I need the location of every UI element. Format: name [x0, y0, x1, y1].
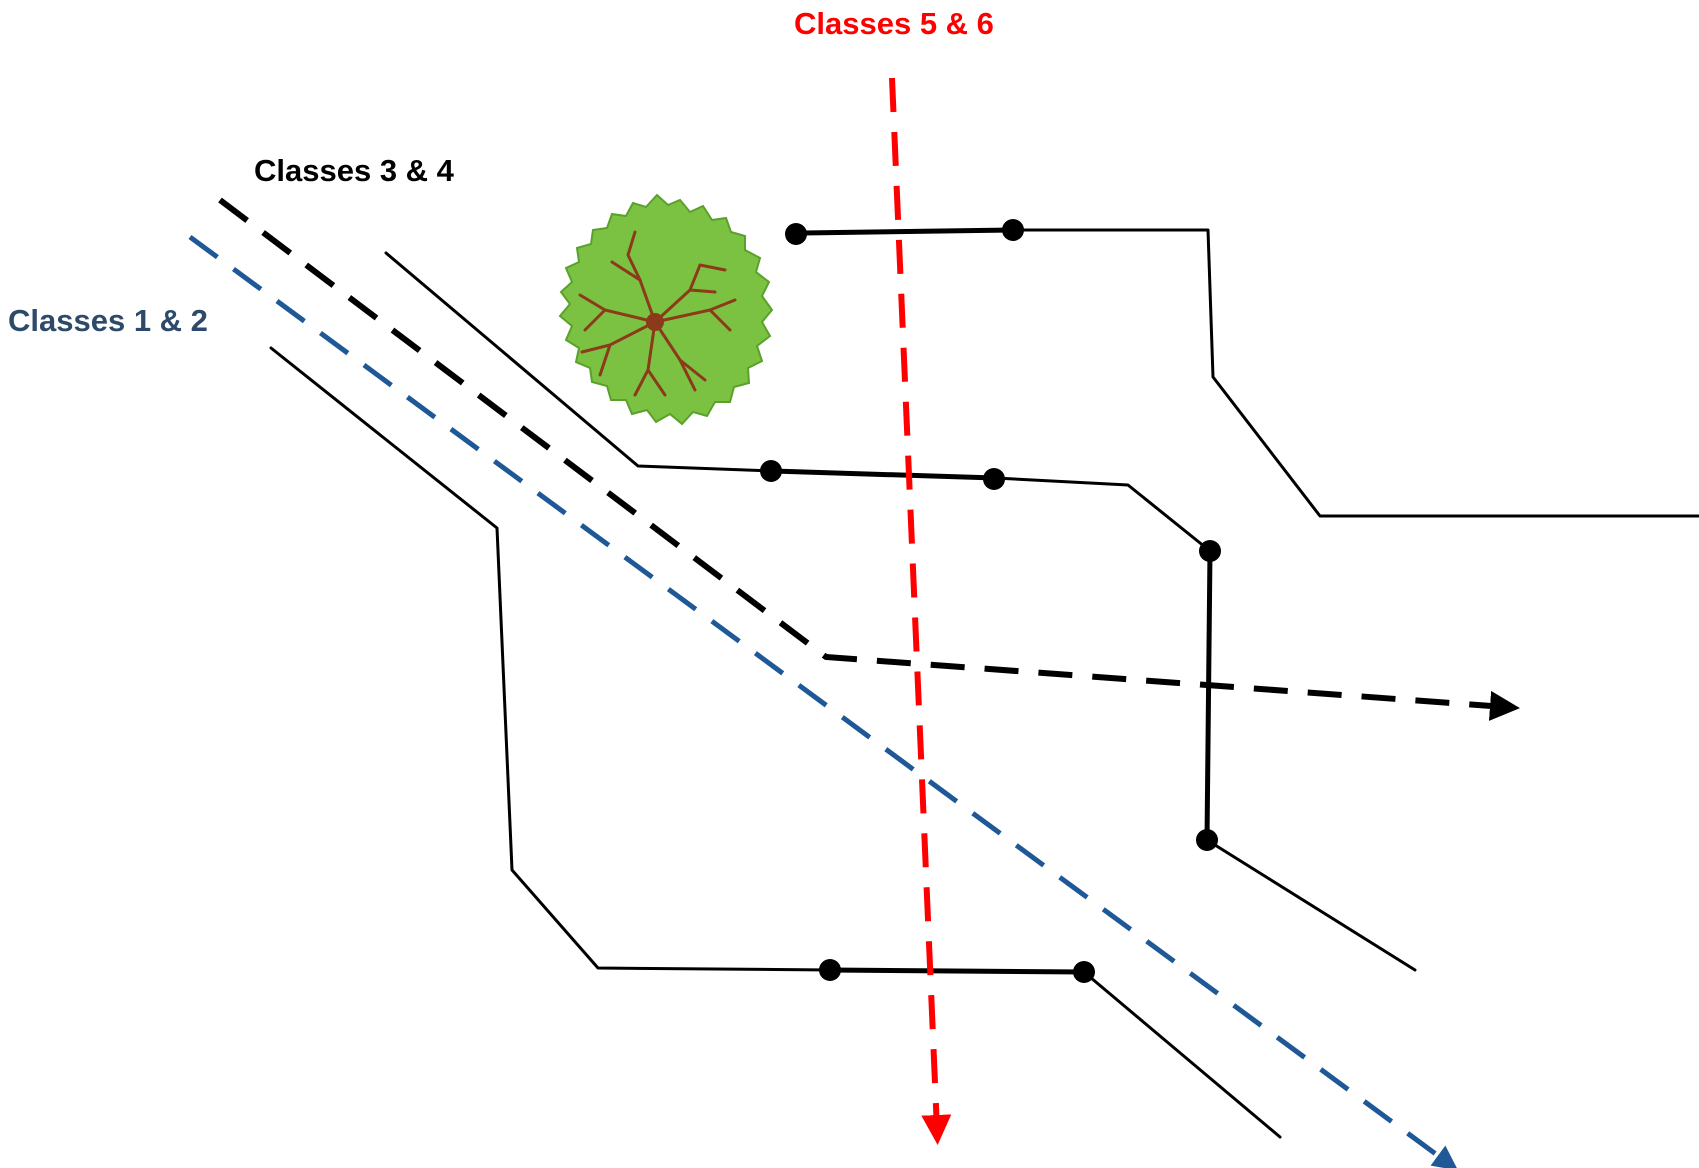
road-upper-thick	[800, 227, 1016, 236]
junction-nodes	[760, 219, 1221, 983]
node	[819, 959, 841, 981]
tree-canopy-icon	[558, 193, 774, 426]
path-classes-1-2	[188, 234, 1459, 1168]
node	[983, 468, 1005, 490]
road-network	[269, 227, 1699, 1139]
label-classes-5-6: Classes 5 & 6	[794, 6, 994, 41]
node	[1002, 219, 1024, 241]
label-classes-1-2: Classes 1 & 2	[8, 303, 208, 338]
node	[760, 460, 782, 482]
path-classes-5-6	[889, 77, 952, 1145]
path-classes-3-4	[218, 197, 1520, 721]
road-middle-thick	[770, 468, 998, 481]
node	[785, 223, 807, 245]
node	[1199, 540, 1221, 562]
label-classes-3-4: Classes 3 & 4	[254, 153, 454, 188]
road-lower-thick	[827, 967, 1087, 975]
node	[1196, 829, 1218, 851]
road-vertical-thick	[1204, 548, 1213, 843]
node	[1073, 961, 1095, 983]
road-middle	[384, 251, 1417, 972]
road-top-right	[801, 228, 1699, 518]
